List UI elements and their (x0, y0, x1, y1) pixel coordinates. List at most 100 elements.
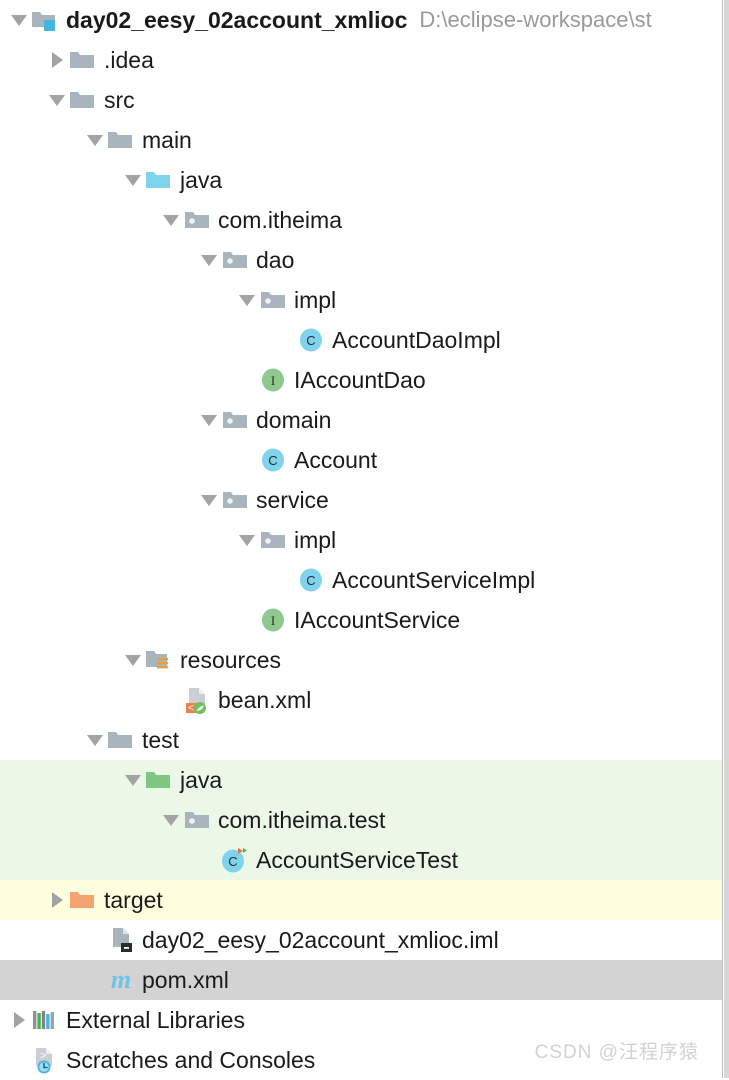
tree-row[interactable]: impl (0, 520, 722, 560)
svg-text:I: I (271, 373, 275, 388)
external-libraries-icon (30, 1000, 60, 1040)
tree-row[interactable]: java (0, 760, 722, 800)
tree-row-label: dao (256, 247, 295, 273)
tree-row-label: src (104, 87, 135, 113)
package-icon (220, 480, 250, 520)
tree-row-label: com.itheima.test (218, 807, 386, 833)
tree-row[interactable]: I IAccountDao (0, 360, 722, 400)
chevron-right-icon[interactable] (46, 40, 68, 80)
scratches-icon: > (30, 1040, 60, 1080)
vertical-scrollbar-track[interactable] (724, 0, 729, 1078)
java-test-class-icon: C (220, 840, 250, 880)
resource-root-folder-icon (144, 640, 174, 680)
tree-row-label: service (256, 487, 329, 513)
tree-row-label: impl (294, 287, 337, 313)
svg-text:C: C (228, 854, 237, 869)
svg-text:<: < (188, 703, 194, 714)
test-root-folder-icon (144, 760, 174, 800)
tree-row[interactable]: impl (0, 280, 722, 320)
tree-row-label: java (180, 167, 223, 193)
no-toggle-spacer (236, 440, 258, 480)
tree-row-label: AccountDaoImpl (332, 327, 501, 353)
chevron-down-icon[interactable] (84, 120, 106, 160)
module-folder-icon (30, 0, 60, 40)
folder-icon (68, 40, 98, 80)
tree-row-label: Account (294, 447, 378, 473)
tree-row-label: main (142, 127, 192, 153)
tree-row[interactable]: > Scratches and Consoles (0, 1040, 722, 1080)
svg-text:C: C (306, 333, 315, 348)
tree-row-label: bean.xml (218, 687, 312, 713)
iml-module-file-icon (106, 920, 136, 960)
tree-row[interactable]: domain (0, 400, 722, 440)
tree-row[interactable]: m pom.xml (0, 960, 722, 1000)
no-toggle-spacer (84, 960, 106, 1000)
java-class-icon: C (296, 560, 326, 600)
tree-row-label: External Libraries (66, 1007, 245, 1033)
tree-row[interactable]: java (0, 160, 722, 200)
project-path-text: D:\eclipse-workspace\st (419, 7, 652, 32)
chevron-down-icon[interactable] (236, 520, 258, 560)
chevron-down-icon[interactable] (8, 0, 30, 40)
tree-row[interactable]: C AccountServiceImpl (0, 560, 722, 600)
no-toggle-spacer (84, 920, 106, 960)
no-toggle-spacer (236, 360, 258, 400)
no-toggle-spacer (8, 1040, 30, 1080)
package-icon (182, 800, 212, 840)
tree-row-label: com.itheima (218, 207, 342, 233)
tree-row[interactable]: main (0, 120, 722, 160)
tree-row[interactable]: < bean.xml (0, 680, 722, 720)
svg-text:>: > (40, 1050, 46, 1062)
tree-row-label: java (180, 767, 223, 793)
java-class-icon: C (296, 320, 326, 360)
source-root-folder-icon (144, 160, 174, 200)
folder-icon (68, 80, 98, 120)
chevron-right-icon[interactable] (46, 880, 68, 920)
chevron-down-icon[interactable] (84, 720, 106, 760)
tree-row[interactable]: External Libraries (0, 1000, 722, 1040)
tree-row[interactable]: I IAccountService (0, 600, 722, 640)
chevron-down-icon[interactable] (122, 760, 144, 800)
chevron-down-icon[interactable] (46, 80, 68, 120)
tree-row-label: day02_eesy_02account_xmlioc.iml (142, 927, 499, 953)
tree-row-label: AccountServiceTest (256, 847, 458, 873)
excluded-folder-icon (68, 880, 98, 920)
tree-row-label: impl (294, 527, 337, 553)
chevron-down-icon[interactable] (160, 200, 182, 240)
chevron-down-icon[interactable] (122, 640, 144, 680)
folder-icon (106, 120, 136, 160)
tree-row-label: pom.xml (142, 967, 229, 993)
maven-pom-icon: m (110, 965, 132, 994)
tree-row[interactable]: com.itheima (0, 200, 722, 240)
chevron-right-icon[interactable] (8, 1000, 30, 1040)
chevron-down-icon[interactable] (198, 240, 220, 280)
tree-row[interactable]: .idea (0, 40, 722, 80)
tree-row[interactable]: day02_eesy_02account_xmlioc.iml (0, 920, 722, 960)
tree-row[interactable]: C AccountServiceTest (0, 840, 722, 880)
tree-row[interactable]: C Account (0, 440, 722, 480)
tree-row[interactable]: com.itheima.test (0, 800, 722, 840)
chevron-down-icon[interactable] (160, 800, 182, 840)
tree-row[interactable]: target (0, 880, 722, 920)
tree-row-label: test (142, 727, 180, 753)
tree-row-label: IAccountService (294, 607, 461, 633)
tree-row[interactable]: C AccountDaoImpl (0, 320, 722, 360)
tree-row-label: resources (180, 647, 281, 673)
chevron-down-icon[interactable] (198, 400, 220, 440)
package-icon (258, 280, 288, 320)
chevron-down-icon[interactable] (236, 280, 258, 320)
package-icon (258, 520, 288, 560)
tree-row[interactable]: service (0, 480, 722, 520)
tree-row[interactable]: test (0, 720, 722, 760)
chevron-down-icon[interactable] (122, 160, 144, 200)
tree-row[interactable]: dao (0, 240, 722, 280)
tree-row[interactable]: src (0, 80, 722, 120)
folder-icon (106, 720, 136, 760)
tree-row-label: IAccountDao (294, 367, 426, 393)
tree-row[interactable]: resources (0, 640, 722, 680)
package-icon (220, 240, 250, 280)
chevron-down-icon[interactable] (198, 480, 220, 520)
tree-row-label: target (104, 887, 163, 913)
